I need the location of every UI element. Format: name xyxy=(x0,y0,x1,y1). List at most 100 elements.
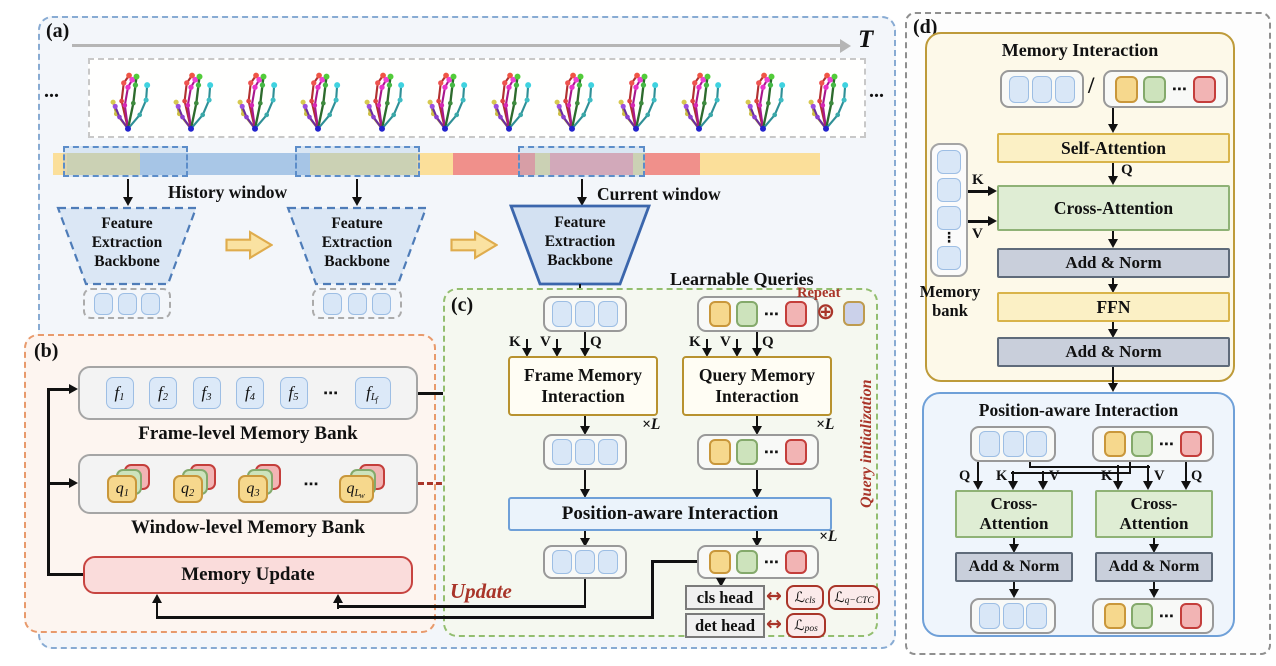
q-line xyxy=(976,462,980,482)
feature-token xyxy=(117,292,137,315)
query-token xyxy=(785,301,808,327)
q-label: Q xyxy=(762,334,774,350)
stream-arrow-icon xyxy=(450,230,498,260)
memory-interaction-title: Memory Interaction xyxy=(1001,40,1159,60)
query-token xyxy=(1193,75,1217,103)
memory-bank-column: ⋮ xyxy=(930,143,968,277)
feature-token xyxy=(552,550,572,574)
arrow-down-icon xyxy=(579,538,590,547)
cross-line xyxy=(1028,465,1150,469)
feature-tokens-1 xyxy=(83,288,171,319)
pose-skeleton-icon xyxy=(299,71,342,133)
v-label: V xyxy=(720,334,731,350)
pa-add-norm-left: Add & Norm xyxy=(955,552,1073,582)
ellipsis: ⋯ xyxy=(1171,80,1188,98)
timeline-arrowhead-icon xyxy=(840,39,851,53)
update-label: Update xyxy=(450,579,512,603)
vertical-ellipsis: ⋮ xyxy=(942,229,956,246)
cross-attention-block: Cross-Attention xyxy=(997,185,1230,231)
q-label: Q xyxy=(1121,162,1133,178)
current-window-box xyxy=(518,146,645,177)
query-token xyxy=(1131,431,1154,457)
det-head-block: det head xyxy=(685,613,765,638)
feature-token xyxy=(575,439,595,465)
arrow-down-icon xyxy=(1107,329,1118,338)
pa-cross-attention-right: Cross-Attention xyxy=(1095,490,1213,538)
arrow-up-icon xyxy=(332,594,343,603)
q-label: Q xyxy=(959,468,971,484)
pose-skeleton-icon xyxy=(490,71,532,133)
q-label: Q xyxy=(1191,468,1203,484)
ellipsis-left: ... xyxy=(44,80,59,102)
bar-segment xyxy=(550,153,633,175)
arrow-right-icon xyxy=(69,477,78,488)
query-group-mid: ⋯ xyxy=(697,434,819,470)
query-token xyxy=(708,301,731,327)
v-line xyxy=(1041,471,1045,482)
feature-token xyxy=(575,550,595,574)
pose-skeleton-icon xyxy=(426,71,469,133)
feature-token xyxy=(552,439,572,465)
timeline-axis xyxy=(72,44,840,48)
arrow-down-icon xyxy=(1112,481,1123,490)
memory-token xyxy=(937,205,961,230)
feature-token xyxy=(371,292,391,315)
times-l-label: ×L xyxy=(642,416,661,433)
arrow-line xyxy=(583,531,587,539)
query-token xyxy=(1180,431,1203,457)
feature-backbone-1 xyxy=(56,206,198,286)
pa-frame-group-out xyxy=(970,598,1056,634)
times-l-label: ×L xyxy=(819,528,838,545)
feedback-line xyxy=(47,573,83,576)
panel-a-label: (a) xyxy=(46,20,70,42)
pa-cross-attention-left: Cross-Attention xyxy=(955,490,1073,538)
feedback-line xyxy=(47,388,50,575)
position-aware-interaction-block: Position-aware Interaction xyxy=(508,497,832,531)
history-window-box-2 xyxy=(295,146,420,177)
pa-query-group-in: ⋯ xyxy=(1092,426,1214,462)
ellipsis: ⋯ xyxy=(763,305,780,323)
k-label: K xyxy=(1101,468,1113,484)
feature-token xyxy=(323,292,343,315)
update-line xyxy=(583,579,587,607)
arrow-down-icon xyxy=(579,348,590,357)
arrow-down-icon xyxy=(731,348,742,357)
feature-token xyxy=(1026,431,1048,457)
feature-token xyxy=(1026,603,1048,629)
pose-skeleton-icon xyxy=(553,71,596,133)
feature-token xyxy=(575,301,595,327)
arrow-down-icon xyxy=(551,348,562,357)
current-window-label: Current window xyxy=(597,184,721,204)
feature-token xyxy=(552,301,572,327)
frame-bank-title: Frame-level Memory Bank xyxy=(138,423,358,444)
arrow-line xyxy=(1012,582,1016,590)
k-label: K xyxy=(689,334,701,350)
arrow-line xyxy=(1111,278,1115,286)
q-line xyxy=(583,332,587,349)
cls-head-block: cls head xyxy=(685,585,765,610)
frame-feature-group-top xyxy=(543,296,627,332)
v-line xyxy=(968,220,989,223)
memory-update-label: Memory Update xyxy=(181,564,315,585)
bar-segment xyxy=(453,153,535,175)
feature-token xyxy=(141,292,161,315)
history-window-label: History window xyxy=(168,182,288,202)
frame-feature-group-out xyxy=(543,545,627,579)
pa-add-norm-right: Add & Norm xyxy=(1095,552,1213,582)
arrow-down-icon xyxy=(1148,589,1159,598)
feature-token xyxy=(1002,431,1024,457)
arrow-down-icon xyxy=(1008,589,1019,598)
feature-token xyxy=(598,439,618,465)
panel-d-label: (d) xyxy=(913,16,938,38)
query-group-top: ⋯ xyxy=(697,296,819,332)
q-line xyxy=(1184,462,1188,482)
